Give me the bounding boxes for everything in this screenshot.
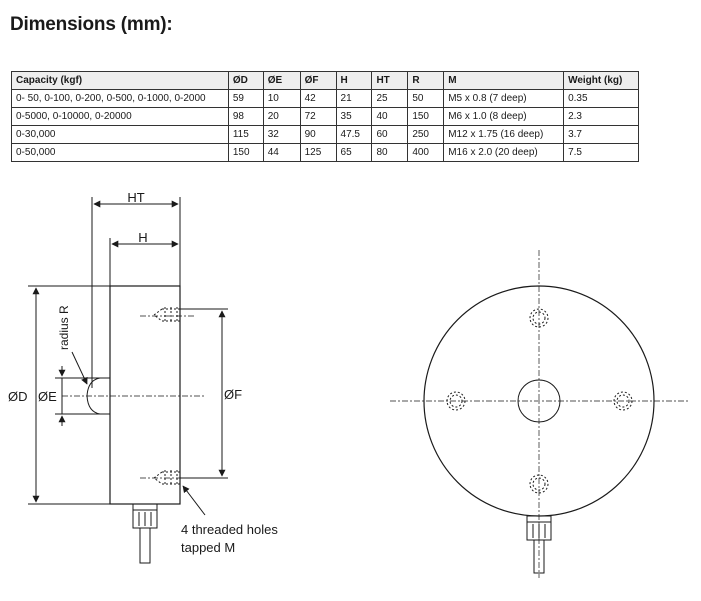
label-holes-line1: 4 threaded holes <box>181 522 278 537</box>
table-cell: 2.3 <box>563 107 639 126</box>
table-row: 0-50,000 150 44 125 65 80 400 M16 x 2.0 … <box>11 143 639 162</box>
threaded-hole-right <box>613 391 633 411</box>
table-cell: 40 <box>371 107 409 126</box>
label-f: ØF <box>224 387 242 402</box>
table-cell: 59 <box>227 89 264 108</box>
table-cell: 35 <box>335 107 373 126</box>
table-cell: 72 <box>299 107 337 126</box>
header-capacity: Capacity (kgf) <box>11 71 229 90</box>
header-ht: HT <box>371 71 409 90</box>
header-d: ØD <box>227 71 264 90</box>
label-ht: HT <box>127 190 144 205</box>
table-cell: 125 <box>299 143 337 162</box>
table-cell: 250 <box>407 125 445 144</box>
table-cell: 65 <box>335 143 373 162</box>
table-cell: 42 <box>299 89 337 108</box>
technical-drawing: HT H radius R ØD ØE ØF 4 threaded holes … <box>8 190 688 578</box>
table-cell: 0-5000, 0-10000, 0-20000 <box>11 107 229 126</box>
top-view <box>390 250 688 578</box>
header-h: H <box>335 71 373 90</box>
side-view <box>28 197 228 564</box>
threaded-hole-bottom <box>529 474 549 494</box>
header-r: R <box>407 71 445 90</box>
table-cell: 90 <box>299 125 337 144</box>
header-weight: Weight (kg) <box>563 71 639 90</box>
table-cell: 0-50,000 <box>11 143 229 162</box>
table-cell: M6 x 1.0 (8 deep) <box>443 107 565 126</box>
table-cell: 7.5 <box>563 143 639 162</box>
table-cell: 400 <box>407 143 445 162</box>
label-d: ØD <box>8 389 28 404</box>
table-cell: 150 <box>407 107 445 126</box>
header-f: ØF <box>299 71 337 90</box>
table-row: 0-30,000 115 32 90 47.5 60 250 M12 x 1.7… <box>11 125 639 144</box>
table-cell: 98 <box>227 107 264 126</box>
load-button <box>86 377 111 415</box>
center-button-circle <box>517 379 561 423</box>
top-threaded-hole <box>162 307 180 323</box>
table-cell: M16 x 2.0 (20 deep) <box>443 143 565 162</box>
load-cell-body <box>109 285 181 505</box>
table-cell: 0-30,000 <box>11 125 229 144</box>
header-e: ØE <box>262 71 301 90</box>
table-cell: 44 <box>262 143 301 162</box>
table-row: 0- 50, 0-100, 0-200, 0-500, 0-1000, 0-20… <box>11 89 639 108</box>
table-cell: 80 <box>371 143 409 162</box>
top-view-cable <box>533 539 545 574</box>
table-cell: 0.35 <box>563 89 639 108</box>
cable <box>139 527 151 564</box>
label-radius: radius R <box>57 305 71 350</box>
threaded-hole-top <box>529 308 549 328</box>
table-cell: 3.7 <box>563 125 639 144</box>
table-cell: 60 <box>371 125 409 144</box>
threaded-hole-left <box>446 391 466 411</box>
table-header-row: Capacity (kgf) ØD ØE ØF H HT R M Weight … <box>11 71 639 90</box>
table-cell: 47.5 <box>335 125 373 144</box>
label-e: ØE <box>38 389 57 404</box>
table-cell: 20 <box>262 107 301 126</box>
table-cell: 32 <box>262 125 301 144</box>
dimensions-table: Capacity (kgf) ØD ØE ØF H HT R M Weight … <box>11 71 639 162</box>
table-cell: M12 x 1.75 (16 deep) <box>443 125 565 144</box>
table-cell: 21 <box>335 89 373 108</box>
label-h: H <box>138 230 147 245</box>
label-holes-line2: tapped M <box>181 540 235 555</box>
header-m: M <box>443 71 565 90</box>
page-title: Dimensions (mm): <box>10 14 173 35</box>
table-cell: 25 <box>371 89 409 108</box>
table-cell: 0- 50, 0-100, 0-200, 0-500, 0-1000, 0-20… <box>11 89 229 108</box>
table-row: 0-5000, 0-10000, 0-20000 98 20 72 35 40 … <box>11 107 639 126</box>
table-cell: M5 x 0.8 (7 deep) <box>443 89 565 108</box>
table-cell: 10 <box>262 89 301 108</box>
table-cell: 115 <box>227 125 264 144</box>
table-cell: 150 <box>227 143 264 162</box>
table-cell: 50 <box>407 89 445 108</box>
